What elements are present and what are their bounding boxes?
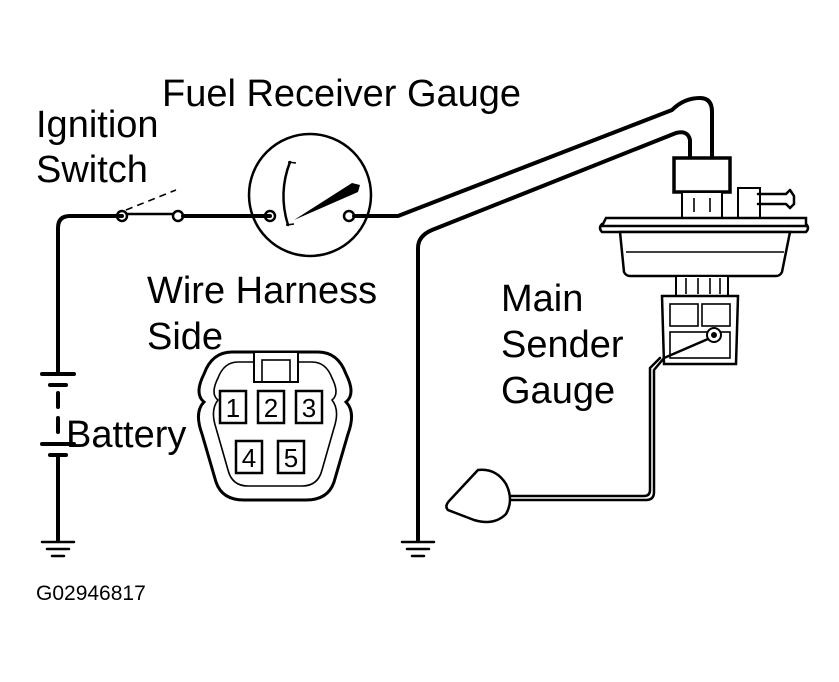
pin-number-5: 5 bbox=[284, 443, 298, 473]
pin-cavity-4 bbox=[234, 439, 264, 475]
pin-number-2: 2 bbox=[264, 393, 278, 423]
main-label: Main bbox=[501, 278, 583, 320]
pin-number-1: 1 bbox=[226, 393, 240, 423]
main-sender-gauge bbox=[445, 156, 810, 524]
sender-body bbox=[660, 294, 740, 366]
gauge-terminal-left bbox=[263, 209, 277, 223]
ignition-label: Ignition bbox=[36, 104, 159, 146]
pin-cavity-5 bbox=[276, 439, 306, 475]
connector-inner bbox=[212, 361, 338, 487]
gauge-label: Gauge bbox=[501, 370, 615, 412]
pin-number-3: 3 bbox=[302, 393, 316, 423]
pin-cavity-2 bbox=[256, 389, 286, 425]
sender-ground-wire bbox=[416, 130, 692, 542]
wire-harness-label: Wire Harness bbox=[147, 270, 377, 312]
outlet-pipe-base bbox=[737, 187, 761, 221]
connector-latch bbox=[253, 351, 299, 383]
ground-symbol-left bbox=[40, 540, 76, 558]
ignition-switch bbox=[115, 189, 272, 223]
switch-terminal-left bbox=[115, 209, 129, 223]
sender-connector-base bbox=[681, 191, 723, 219]
float bbox=[445, 468, 512, 524]
battery-wire-top bbox=[56, 214, 124, 374]
pin-cavity-1 bbox=[218, 389, 248, 425]
battery-label: Battery bbox=[66, 414, 186, 456]
fuel-receiver-gauge-label: Fuel Receiver Gauge bbox=[162, 73, 521, 115]
pin-number-4: 4 bbox=[242, 443, 256, 473]
figure-code: G02946817 bbox=[36, 582, 146, 605]
ground-symbol-right bbox=[400, 540, 436, 558]
fuel-receiver-gauge bbox=[247, 132, 373, 258]
gauge-to-sender-wire bbox=[352, 96, 714, 218]
harness-side-label: Side bbox=[147, 316, 223, 358]
pin-cavity-3 bbox=[294, 389, 324, 425]
battery-circuit bbox=[40, 214, 124, 558]
float-arm bbox=[482, 356, 666, 502]
outlet-pipe bbox=[756, 188, 796, 210]
gauge-needle bbox=[294, 183, 360, 220]
switch-label: Switch bbox=[36, 149, 148, 191]
gauge-dial bbox=[247, 132, 373, 258]
harness-connector: 1 2 3 4 5 bbox=[197, 350, 353, 502]
sender-housing bbox=[618, 230, 792, 278]
switch-dashed-arm bbox=[125, 189, 177, 211]
gauge-scale-arc bbox=[282, 160, 292, 227]
sender-connector bbox=[672, 156, 732, 194]
sender-label: Sender bbox=[501, 324, 624, 366]
